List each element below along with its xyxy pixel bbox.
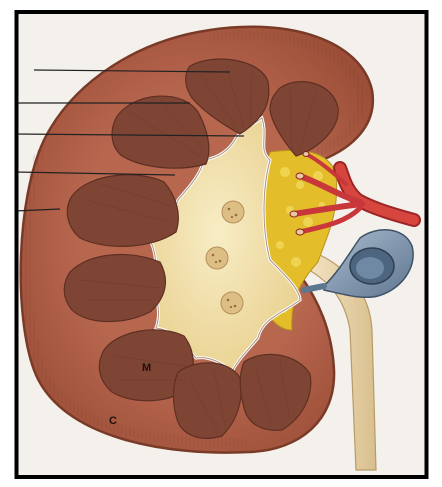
pyramid: [64, 255, 165, 322]
cortex-label: C: [109, 415, 117, 427]
pyramid: [67, 175, 178, 247]
medulla-label: M: [142, 362, 151, 374]
pyramid: [112, 96, 209, 168]
